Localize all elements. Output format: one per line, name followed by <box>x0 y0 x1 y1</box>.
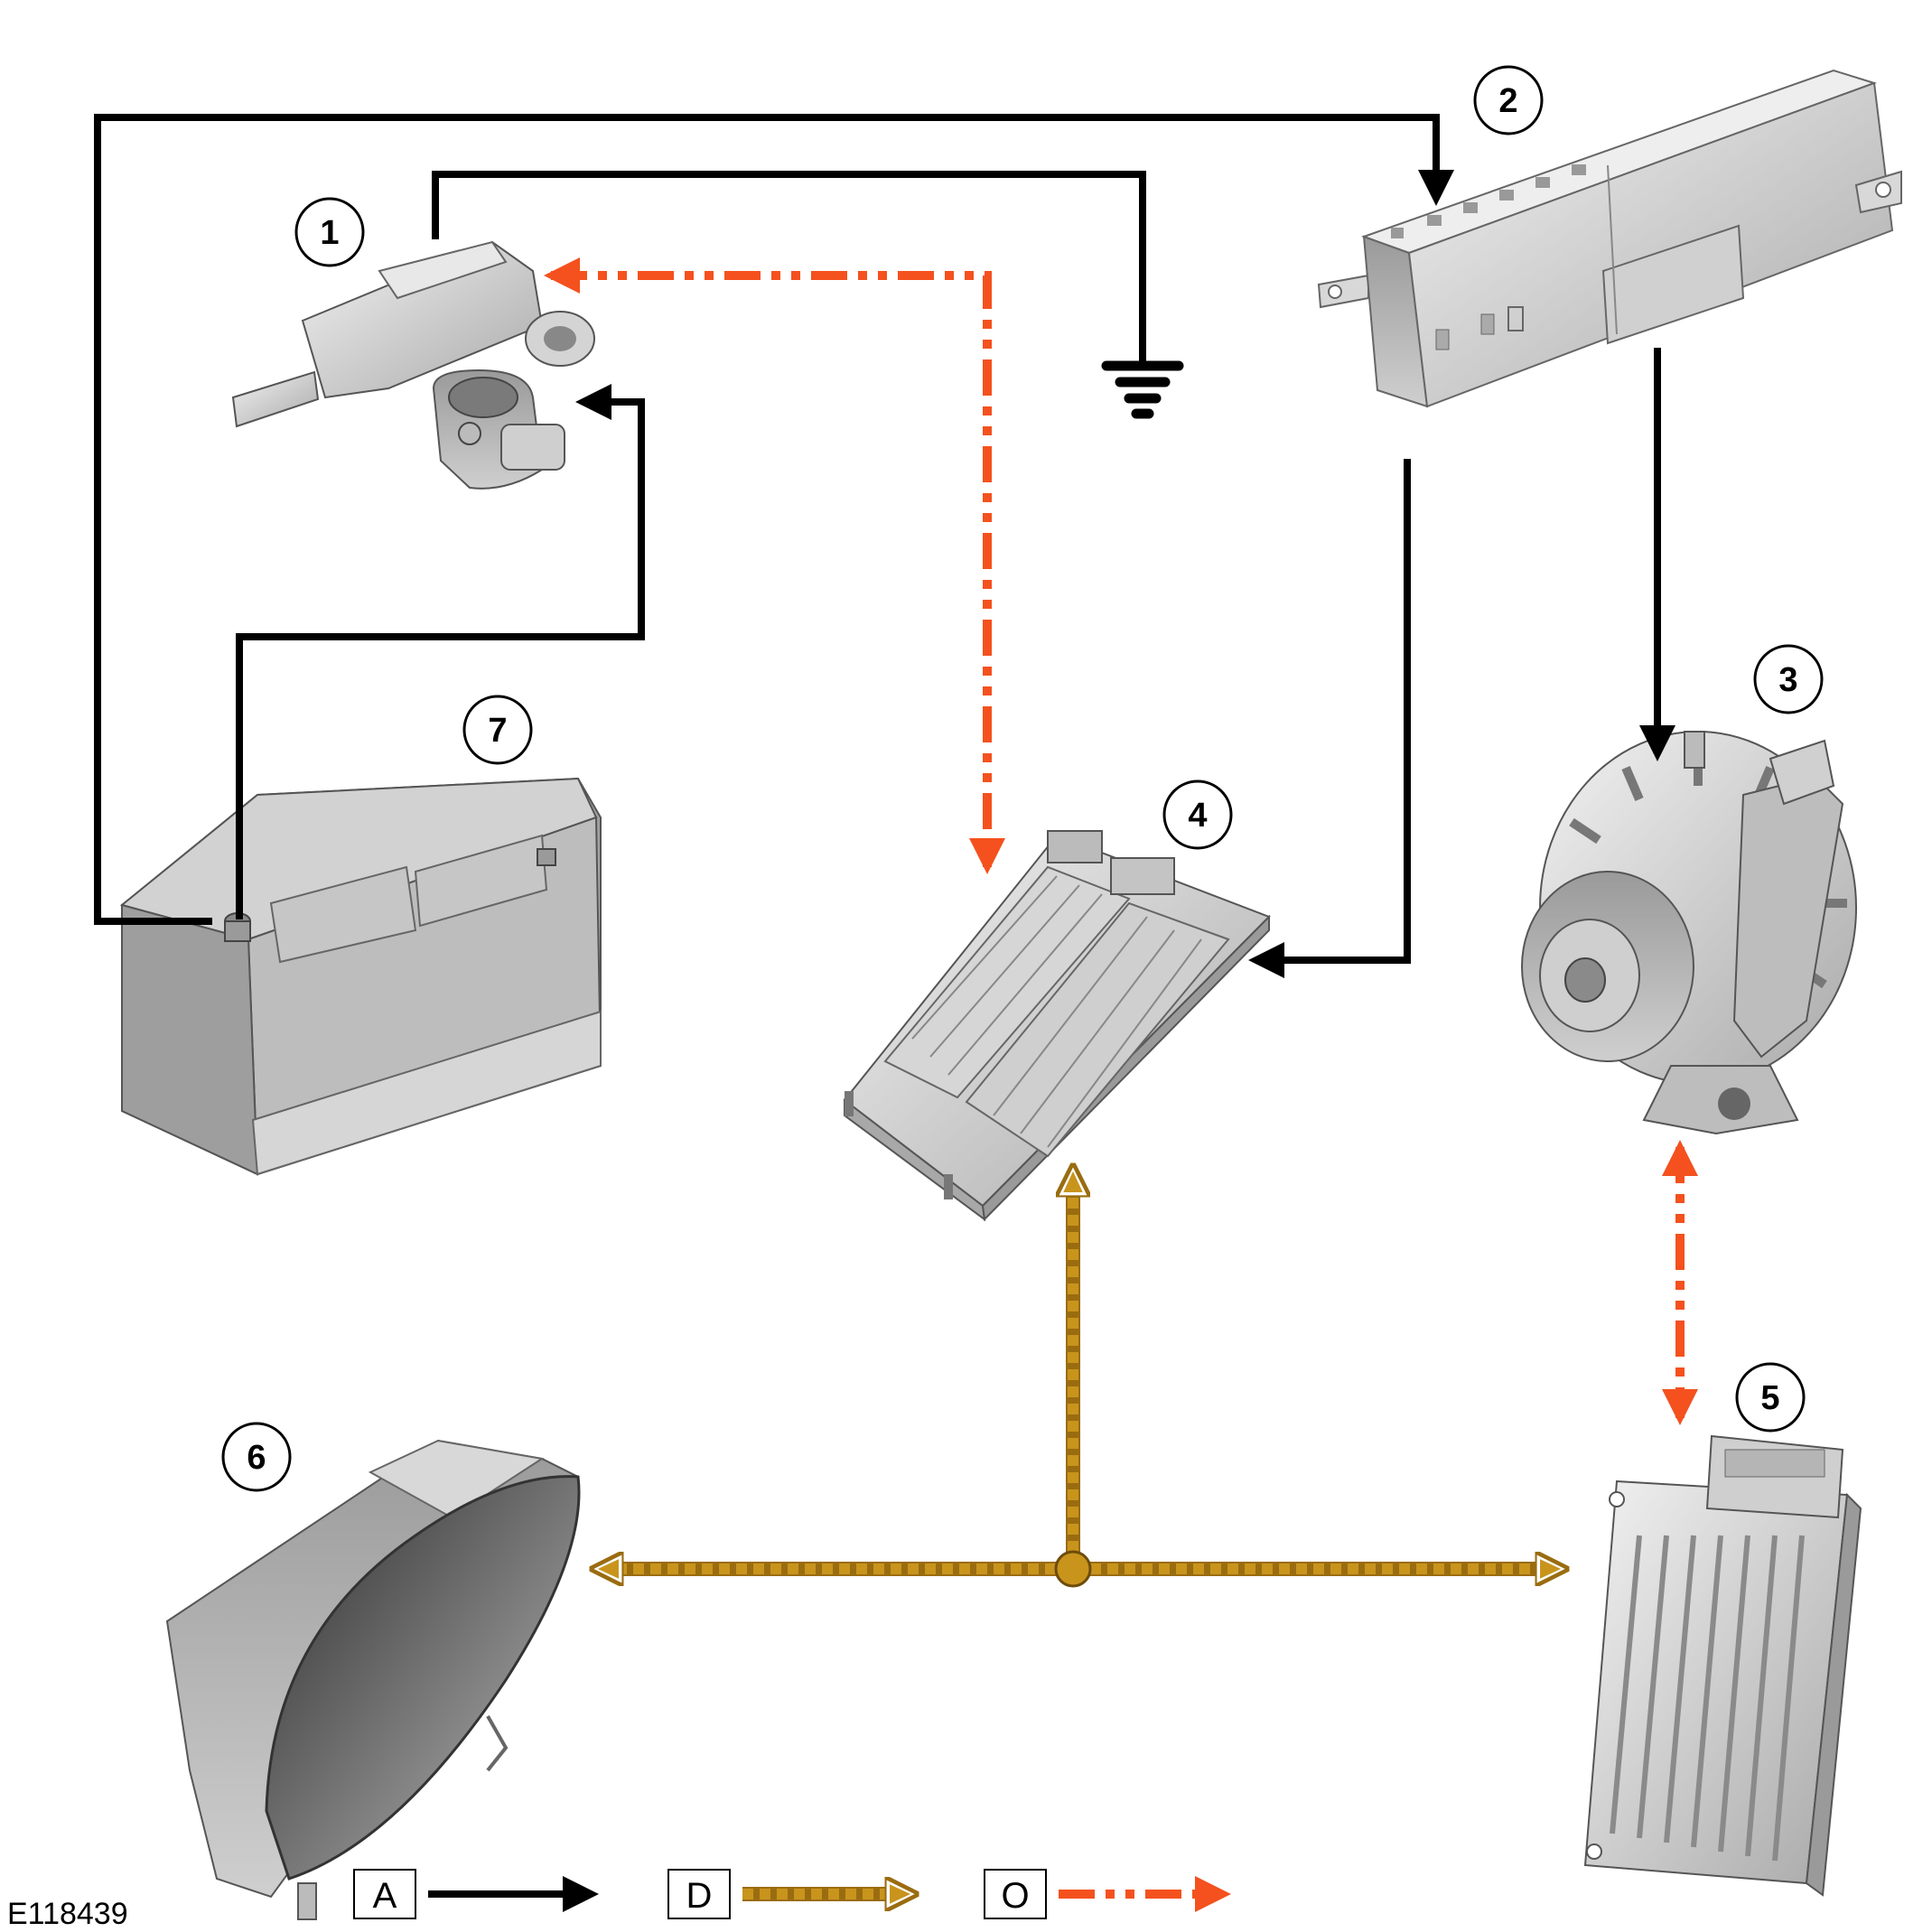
callout-2: 2 <box>1473 65 1544 135</box>
wire-sensor-to-ground <box>432 171 1146 363</box>
callout-5-label: 5 <box>1760 1379 1779 1417</box>
fuse-box-icon <box>843 830 1271 1222</box>
bus-junction <box>1054 1550 1092 1588</box>
legend-item-d: D <box>667 1869 912 1919</box>
battery-icon <box>119 777 602 1176</box>
callout-3: 3 <box>1753 644 1824 714</box>
callout-5: 5 <box>1735 1362 1806 1433</box>
legend: A D O <box>353 1869 1231 1919</box>
legend-item-a: A <box>353 1869 599 1919</box>
callout-1: 1 <box>294 197 365 267</box>
callout-6: 6 <box>221 1422 292 1492</box>
generator-icon <box>1521 731 1857 1135</box>
callout-7: 7 <box>462 695 533 765</box>
callout-4: 4 <box>1162 779 1233 850</box>
bus-connections <box>596 1170 1563 1588</box>
battery-monitor-sensor-icon <box>231 240 595 490</box>
callout-2-label: 2 <box>1498 82 1517 120</box>
legend-key-a: A <box>373 1876 397 1916</box>
instrument-cluster-icon <box>165 1439 581 1920</box>
ground-symbol-icon <box>1101 360 1184 419</box>
callout-1-label: 1 <box>320 214 339 252</box>
wire-battery-to-bcm <box>94 114 1454 925</box>
wire-bcm-to-fusebox <box>1248 459 1411 978</box>
callout-3-label: 3 <box>1778 661 1797 699</box>
body-control-module-icon <box>1317 69 1902 408</box>
callout-6-label: 6 <box>247 1439 266 1477</box>
legend-key-o: O <box>1001 1876 1029 1916</box>
lin-connections <box>544 257 1698 1425</box>
legend-item-o: O <box>984 1869 1231 1919</box>
engine-control-module-icon <box>1583 1434 1862 1897</box>
figure-reference: E118439 <box>7 1897 128 1931</box>
legend-key-d: D <box>686 1876 713 1916</box>
callout-7-label: 7 <box>488 712 507 750</box>
lin-sensor-to-fusebox <box>544 257 1005 874</box>
callout-4-label: 4 <box>1188 797 1207 835</box>
